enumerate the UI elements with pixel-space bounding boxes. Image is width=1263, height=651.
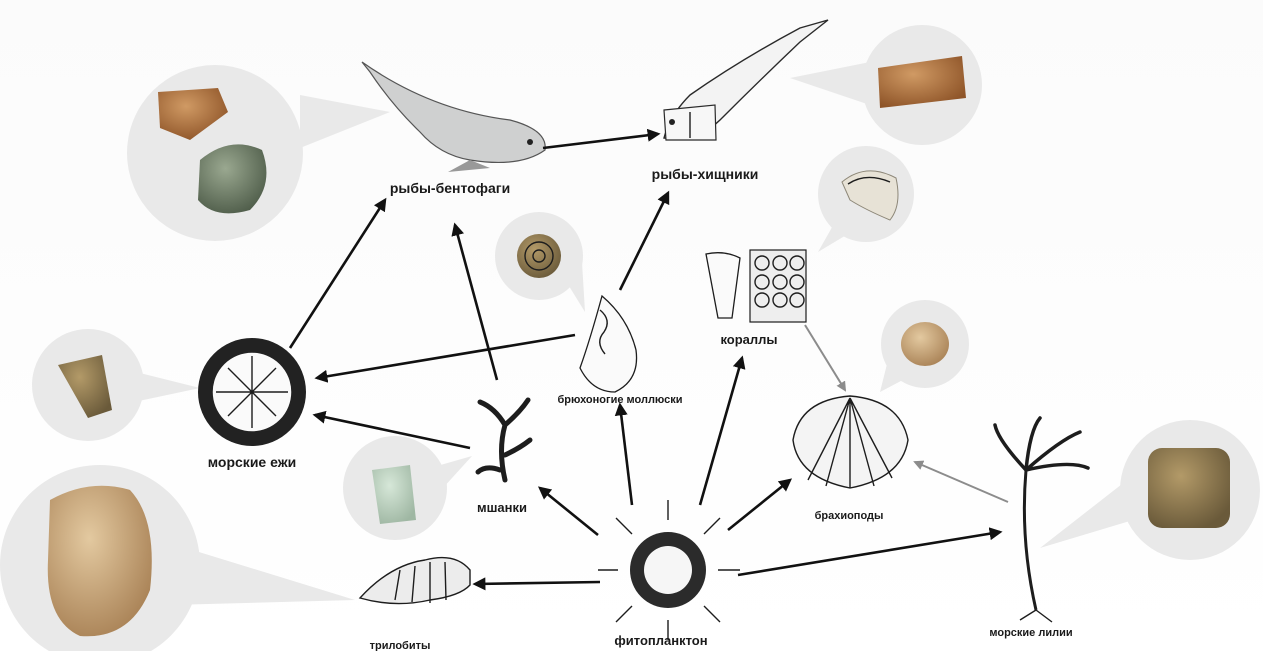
label-benthic-fish: рыбы-бентофаги [390, 180, 510, 196]
label-brachiopods: брахиоподы [815, 510, 884, 522]
arrow-phyto-to-trilobite [475, 582, 600, 584]
benthic-fish-illustration [362, 62, 545, 172]
fossil-bubble-coral [818, 146, 914, 252]
fossil-bubble-gastropod [495, 212, 585, 312]
arrow-coral-to-brachiopod [805, 325, 845, 390]
label-sea-urchins: морские ежи [208, 454, 296, 470]
fossil-trilobite-icon [48, 486, 152, 637]
fossil-ammonite-icon [517, 234, 561, 278]
fossil-bubble-urchin [32, 329, 200, 441]
label-phytoplankton: фитопланктон [614, 633, 707, 648]
arrow-phyto-to-corals [700, 358, 742, 505]
label-corals: кораллы [720, 332, 777, 347]
arrow-phyto-to-crinoid [738, 532, 1000, 575]
label-bryozoans: мшанки [477, 500, 527, 515]
arrow-gastropod-to-predator [620, 193, 668, 290]
arrow-phyto-to-gastropod [620, 405, 632, 505]
arrow-benthic-to-predator [543, 134, 658, 148]
arrow-phyto-to-bryozoan [540, 488, 598, 535]
label-gastropods: брюхоногие моллюски [557, 394, 682, 406]
fossil-bubble-brachiopod [880, 300, 969, 392]
phytoplankton-illustration [598, 500, 740, 640]
arrow-gastropod-to-urchin [317, 335, 575, 378]
label-crinoids: морские лилии [989, 627, 1072, 639]
arrow-urchin-to-benthic [290, 200, 385, 348]
arrow-bryozoan-to-benthic [455, 225, 497, 380]
fossil-bubble-trilobite [0, 465, 355, 651]
fossil-bubble-crinoid [1040, 420, 1260, 560]
fossil-bubble-bryozoan [343, 436, 472, 540]
bryozoan-illustration [478, 400, 530, 480]
arrow-phyto-to-brachiopod [728, 480, 790, 530]
fossil-brachiopod-icon [901, 322, 949, 366]
crinoid-illustration [995, 418, 1088, 622]
label-trilobites: трилобиты [370, 640, 431, 651]
label-predator-fish: рыбы-хищники [652, 166, 759, 182]
arrow-crinoid-to-brachiopod [915, 462, 1008, 502]
fossil-crinoid-stem-icon [1148, 448, 1230, 528]
corals-illustration [706, 250, 806, 322]
fossil-bubble-predator-fish [790, 25, 982, 145]
fossil-bubble-benthic-fish [127, 65, 390, 241]
trilobite-illustration [360, 558, 470, 604]
gastropod-illustration [580, 296, 637, 392]
brachiopod-illustration [793, 396, 908, 488]
sea-urchin-illustration [198, 338, 306, 446]
